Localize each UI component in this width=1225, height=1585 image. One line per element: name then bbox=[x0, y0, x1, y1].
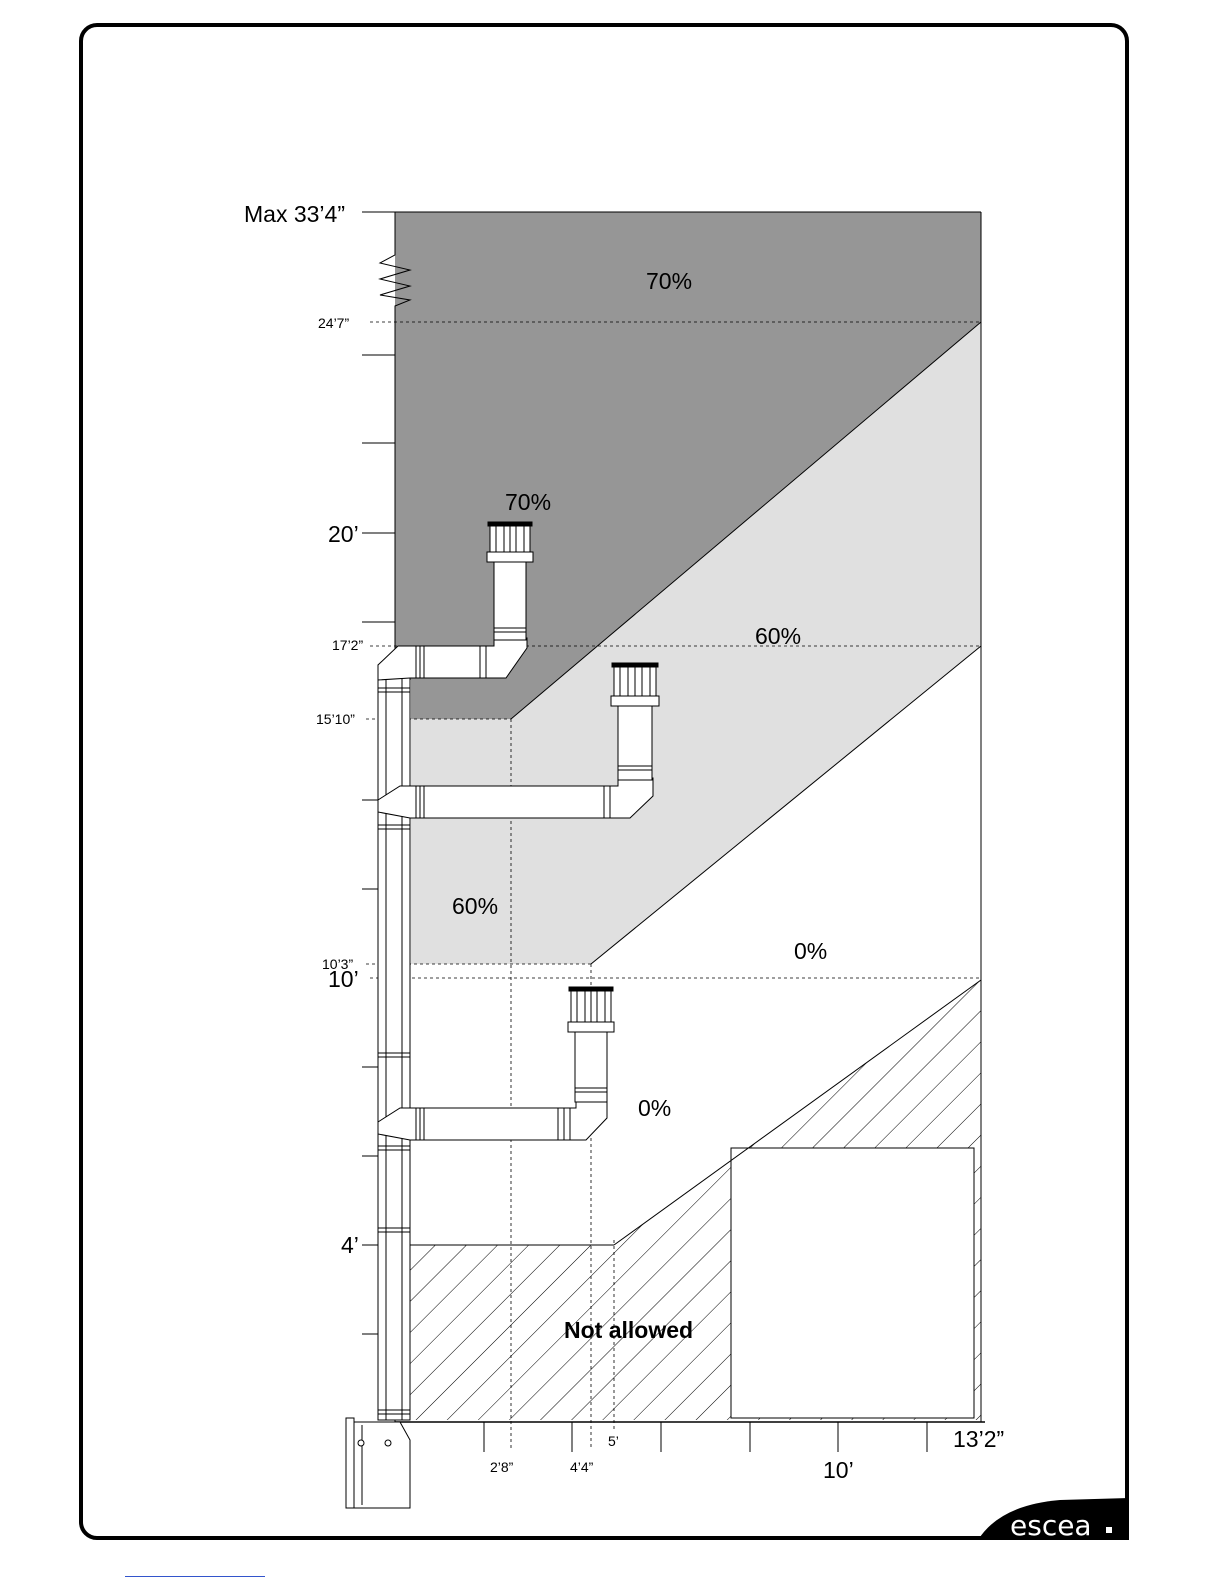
label-10: 10’ bbox=[328, 966, 359, 992]
label-20: 20’ bbox=[328, 521, 359, 547]
vertical-flue-pipe bbox=[378, 665, 410, 1420]
label-4-4: 4’4” bbox=[570, 1459, 594, 1475]
footer-link-underline bbox=[125, 1576, 265, 1577]
zone-label-upper-dark: 70% bbox=[646, 268, 692, 294]
label-24-7: 24’7” bbox=[318, 315, 349, 331]
zone-label-white-left: 0% bbox=[638, 1095, 671, 1121]
zone-label-light-left: 60% bbox=[452, 893, 498, 919]
label-17-2: 17’2” bbox=[332, 637, 363, 653]
flue-assembly-bottom bbox=[378, 987, 614, 1140]
zone-label-dark-left: 70% bbox=[505, 489, 551, 515]
label-10-horizontal: 10’ bbox=[823, 1457, 854, 1483]
label-15-10: 15’10” bbox=[316, 711, 355, 727]
building-block bbox=[731, 1148, 974, 1418]
zone-label-not-allowed: Not allowed bbox=[564, 1317, 693, 1343]
horizontal-axis bbox=[484, 1422, 927, 1452]
label-2-8: 2’8” bbox=[490, 1459, 514, 1475]
brand-logo-text: escea bbox=[1010, 1509, 1092, 1542]
label-13-2: 13’2” bbox=[953, 1426, 1004, 1452]
zone-label-light-right: 60% bbox=[755, 623, 801, 649]
label-4: 4’ bbox=[341, 1232, 359, 1258]
label-max-height: Max 33’4” bbox=[244, 201, 345, 227]
brand-tab: escea bbox=[978, 1498, 1129, 1542]
zone-label-white-right: 0% bbox=[794, 938, 827, 964]
fireplace-appliance bbox=[346, 1418, 410, 1508]
label-5: 5’ bbox=[608, 1433, 619, 1449]
brand-logo-dot bbox=[1106, 1527, 1112, 1533]
